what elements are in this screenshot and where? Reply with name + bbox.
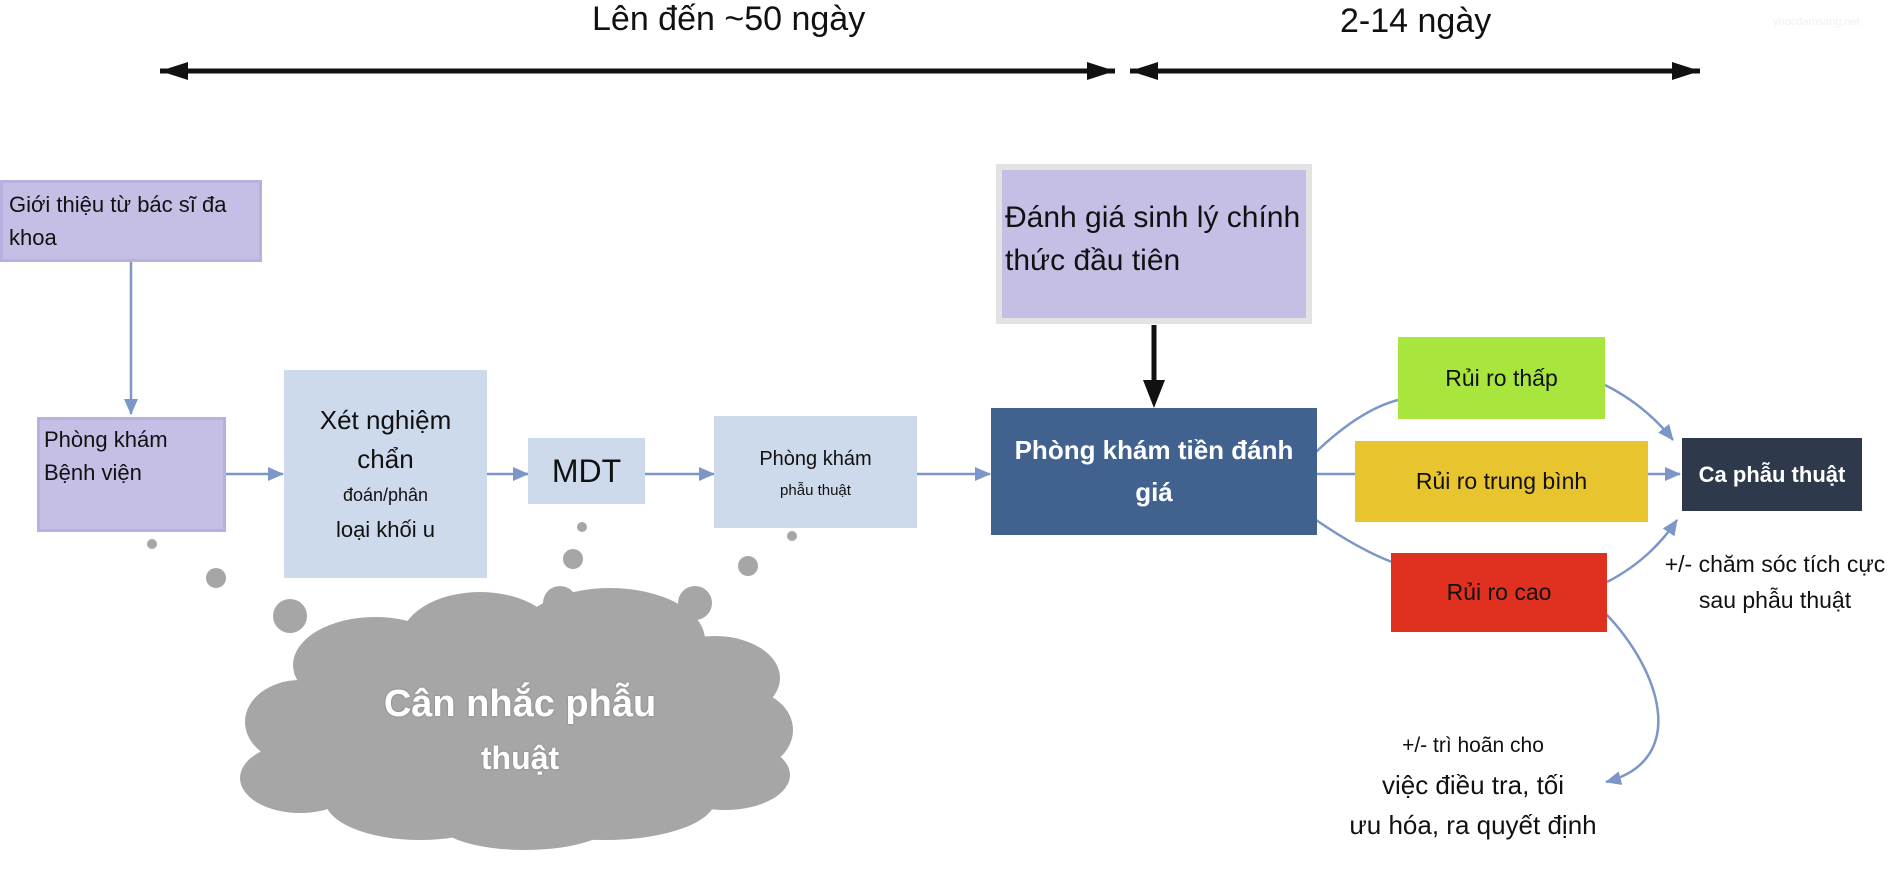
cloud-text-line1: Cân nhắc phẫu xyxy=(383,683,657,725)
delay-note-line2: việc điều tra, tối xyxy=(1381,770,1565,800)
delay-note-line1: +/- trì hoãn cho xyxy=(1402,734,1544,757)
hospital-clinic-box[interactable]: Phòng khám Bệnh viện xyxy=(37,417,226,532)
surgery-label: Ca phẫu thuật xyxy=(1698,461,1846,487)
high-risk-label: Rủi ro cao xyxy=(1446,579,1552,605)
surgical-clinic-box[interactable]: Phòng khám phẫu thuật xyxy=(714,416,917,528)
surgery-box[interactable]: Ca phẫu thuật xyxy=(1682,438,1862,511)
medium-risk-label: Rủi ro trung bình xyxy=(1415,468,1588,494)
physio-assessment-label: Đánh giá sinh lý chính thức đầu tiên xyxy=(1005,201,1301,277)
diagnostic-test-small: đoán/phân xyxy=(342,485,429,506)
diagnostic-test-title: Xét nghiệm chẩn xyxy=(319,405,452,475)
surgical-clinic-title: Phòng khám xyxy=(759,447,872,470)
physio-assessment-box[interactable]: Đánh giá sinh lý chính thức đầu tiên xyxy=(996,164,1312,324)
diagnostic-test-box[interactable]: Xét nghiệm chẩn đoán/phân loại khối u xyxy=(284,370,487,578)
arrow-high-to-surgery xyxy=(1606,519,1679,584)
hospital-clinic-label: Phòng khám Bệnh viện xyxy=(44,426,168,485)
arrow-high-to-delay xyxy=(1605,613,1660,785)
postop-care-note: +/- chăm sóc tích cực sau phẫu thuật xyxy=(1664,551,1886,613)
timeline-label-left: Lên đến ~50 ngày xyxy=(592,0,866,38)
arrow-preassessment-to-high xyxy=(1315,518,1393,564)
mdt-label: MDT xyxy=(551,452,622,489)
arrow-preassessment-to-low xyxy=(1315,398,1399,453)
watermark: yhocdamsang.net xyxy=(1773,16,1860,28)
diagnostic-test-tail: loại khối u xyxy=(335,516,436,542)
arrow-assessment-head xyxy=(1143,380,1165,408)
high-risk-box[interactable]: Rủi ro cao xyxy=(1391,553,1607,632)
referral-box[interactable]: Giới thiệu từ bác sĩ đa khoa xyxy=(0,180,262,262)
referral-label: Giới thiệu từ bác sĩ đa khoa xyxy=(9,192,227,250)
low-risk-label: Rủi ro thấp xyxy=(1445,364,1558,391)
mdt-box[interactable]: MDT xyxy=(528,438,645,504)
consider-surgery-cloud xyxy=(240,588,793,850)
medium-risk-box[interactable]: Rủi ro trung bình xyxy=(1355,441,1648,522)
delay-note-line3: ưu hóa, ra quyết định xyxy=(1349,810,1597,840)
surgical-clinic-small: phẫu thuật xyxy=(780,481,851,499)
preassessment-clinic-box[interactable]: Phòng khám tiền đánh giá xyxy=(991,408,1317,535)
preassessment-clinic-label: Phòng khám tiền đánh giá xyxy=(1014,434,1294,507)
arrow-low-to-surgery xyxy=(1604,383,1674,441)
timeline-arrow-left xyxy=(160,62,1115,80)
low-risk-box[interactable]: Rủi ro thấp xyxy=(1398,337,1605,419)
cloud-text-line2: thuật xyxy=(480,740,560,776)
timeline-label-right: 2-14 ngày xyxy=(1340,2,1492,40)
timeline-arrow-right xyxy=(1130,62,1700,80)
